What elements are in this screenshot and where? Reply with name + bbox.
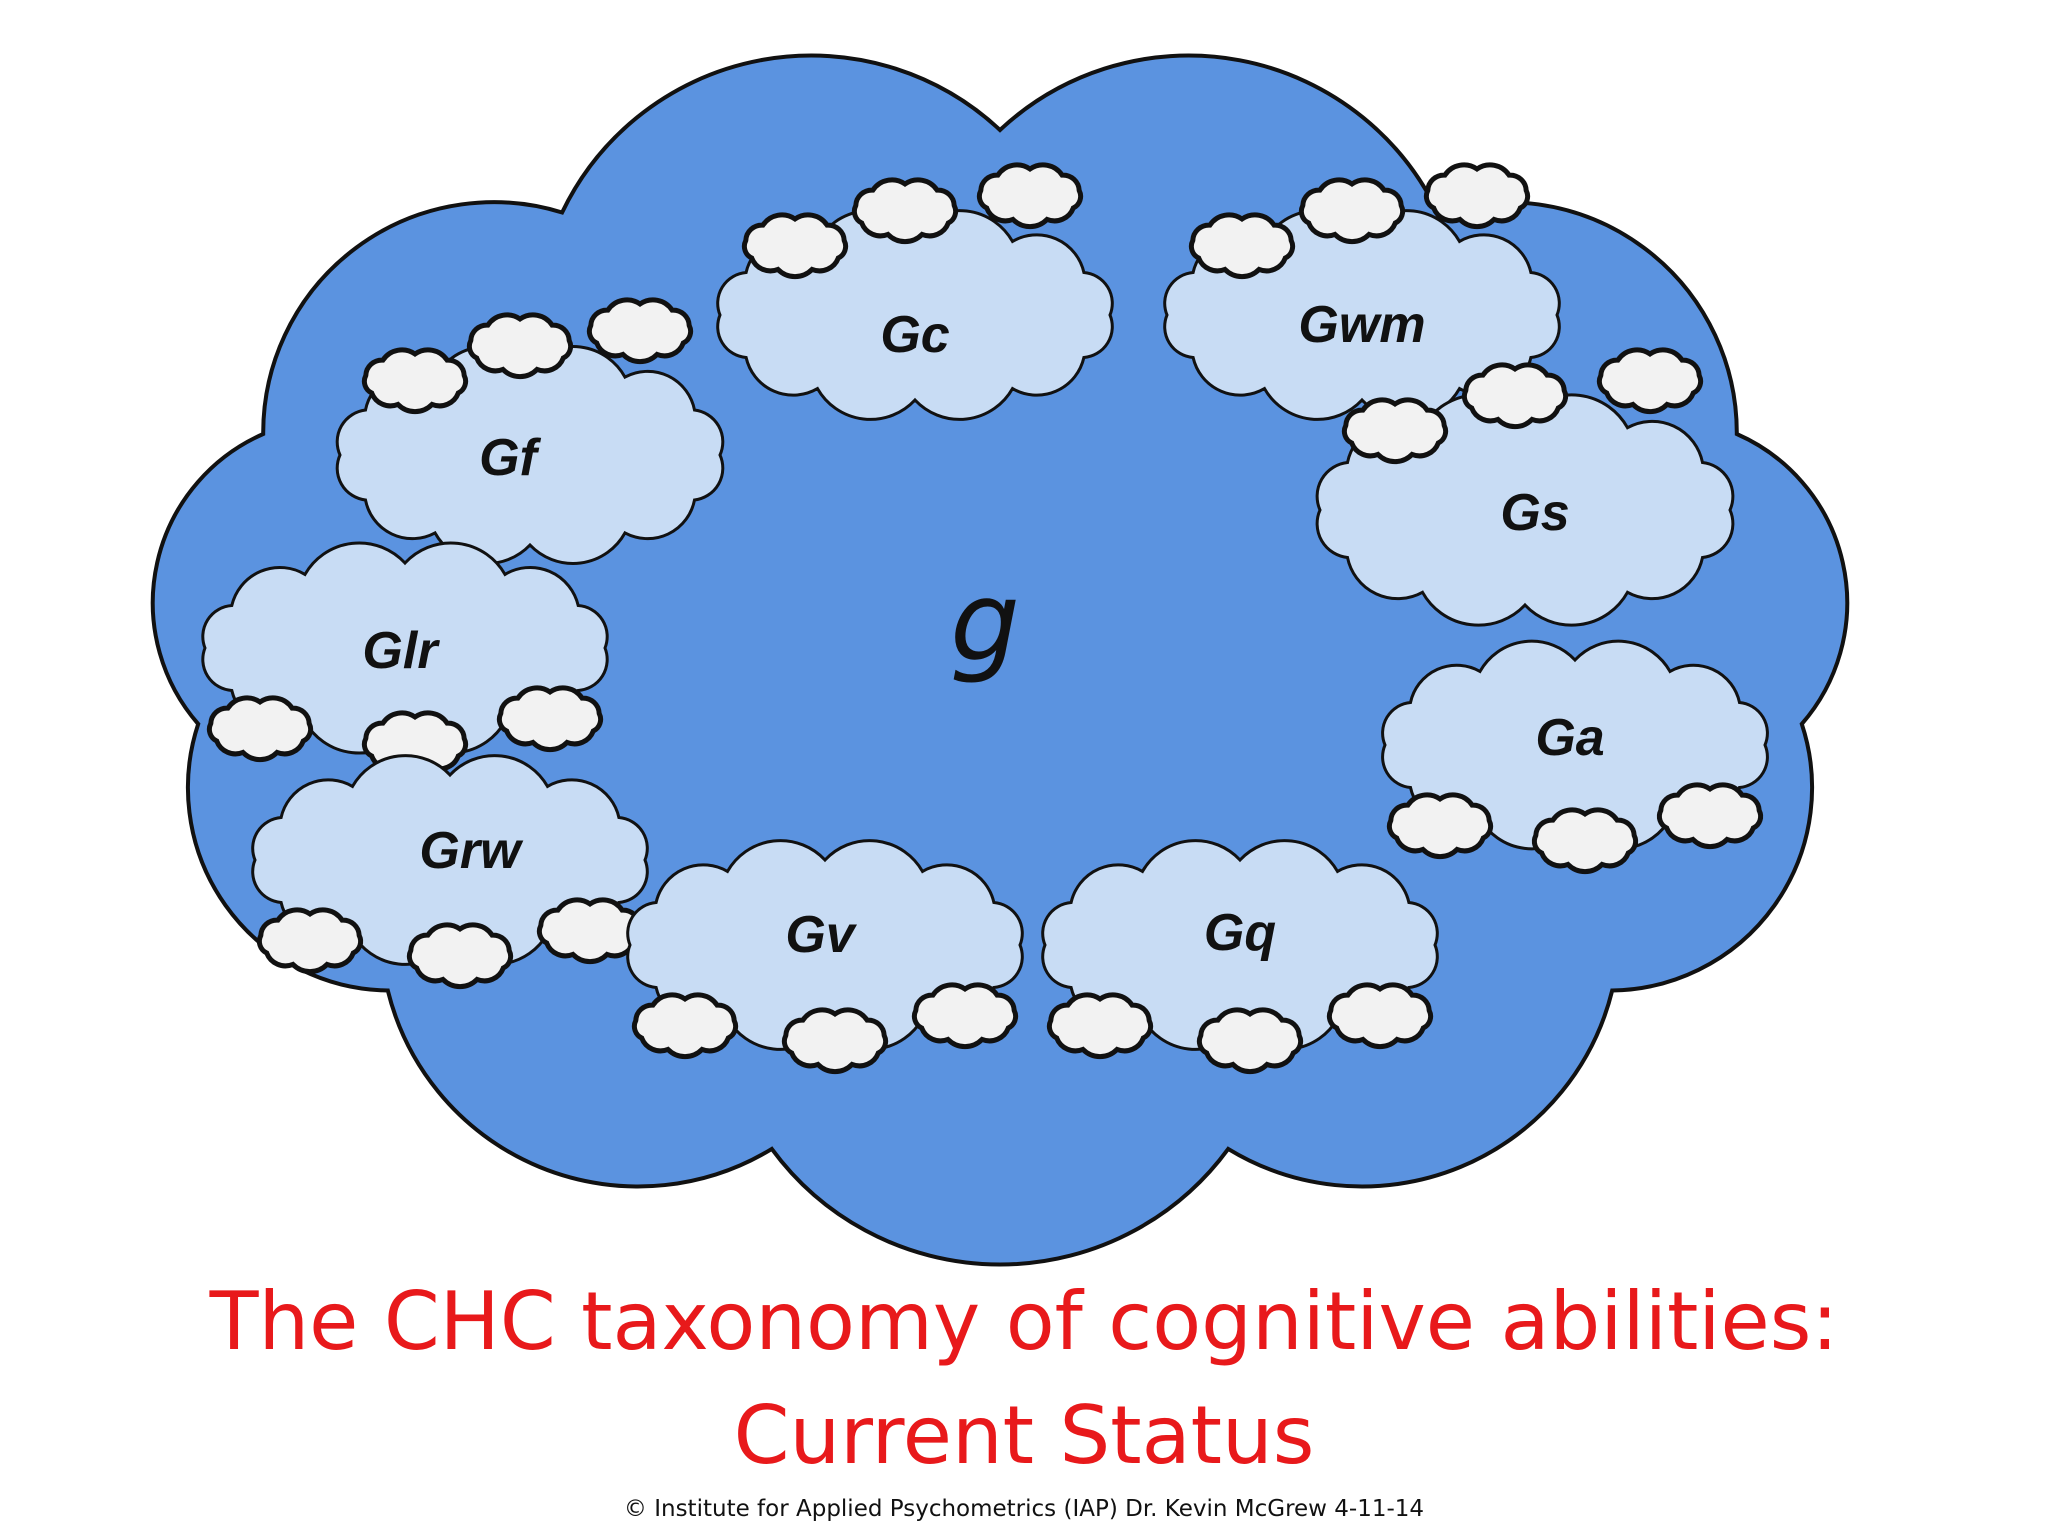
central-g-label: g <box>950 558 1020 686</box>
puff-cloud <box>1341 397 1449 465</box>
ability-label-gc: Gc <box>880 306 949 364</box>
puff-cloud <box>1326 982 1434 1050</box>
ability-label-gq: Gq <box>1204 904 1276 962</box>
copyright-footer: © Institute for Applied Psychometrics (I… <box>623 1496 1425 1522</box>
puff-cloud <box>361 347 469 415</box>
puff-cloud <box>406 922 514 990</box>
puff-cloud <box>851 177 959 245</box>
ability-cloud-gf <box>335 297 725 565</box>
puff-cloud <box>1531 807 1639 875</box>
ability-label-gwm: Gwm <box>1298 296 1425 354</box>
title-line-1: The CHC taxonomy of cognitive abilities: <box>209 1275 1839 1368</box>
ability-label-gs: Gs <box>1500 484 1569 542</box>
puff-cloud <box>206 695 314 763</box>
puff-cloud <box>586 297 694 365</box>
broad-ability-clouds <box>201 162 1769 1075</box>
puff-cloud <box>1386 792 1494 860</box>
puff-cloud <box>1656 782 1764 850</box>
ability-cloud-ga <box>1381 639 1769 875</box>
ability-cloud-gs <box>1315 347 1735 627</box>
ability-label-grw: Grw <box>419 822 524 880</box>
puff-cloud <box>976 162 1084 230</box>
ability-label-glr: Glr <box>362 622 440 680</box>
puff-cloud <box>781 1007 889 1075</box>
ability-label-gf: Gf <box>479 429 541 487</box>
ability-cloud-gv <box>626 839 1024 1075</box>
puff-cloud <box>1461 362 1569 430</box>
ability-cloud-gc <box>716 162 1114 421</box>
puff-cloud <box>1423 162 1531 230</box>
ability-label-ga: Ga <box>1535 709 1604 767</box>
puff-cloud <box>496 685 604 753</box>
puff-cloud <box>631 992 739 1060</box>
puff-cloud <box>466 312 574 380</box>
ability-cloud-gwm <box>1163 162 1561 421</box>
puff-cloud <box>256 907 364 975</box>
puff-cloud <box>1196 1007 1304 1075</box>
title-line-2: Current Status <box>733 1389 1315 1482</box>
ability-cloud-gq <box>1041 839 1439 1075</box>
puff-cloud <box>741 212 849 280</box>
puff-cloud <box>1596 347 1704 415</box>
puff-cloud <box>536 897 644 965</box>
ability-cloud-grw <box>251 754 649 990</box>
puff-cloud <box>1188 212 1296 280</box>
ability-label-gv: Gv <box>785 906 857 964</box>
puff-cloud <box>911 982 1019 1050</box>
ability-cloud-glr <box>201 541 609 778</box>
puff-cloud <box>1046 992 1154 1060</box>
puff-cloud <box>1298 177 1406 245</box>
